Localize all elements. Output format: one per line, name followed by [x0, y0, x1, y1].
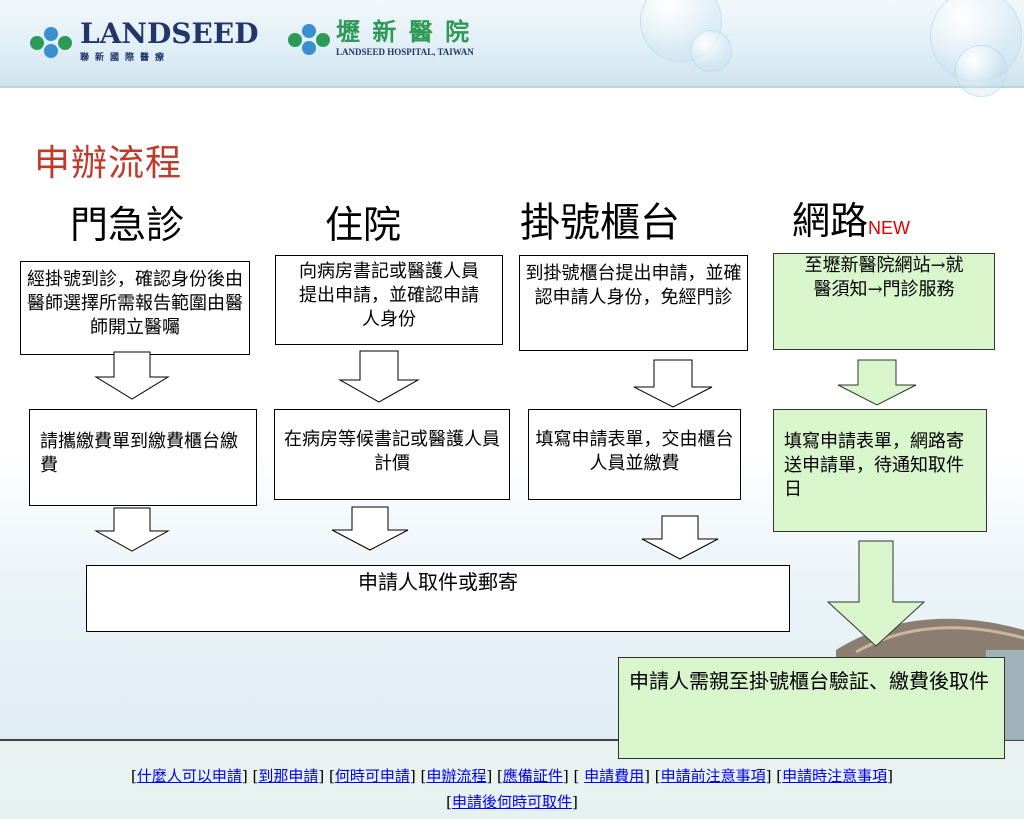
- logo-landseed-subtext: 聯新國際醫療: [80, 53, 171, 63]
- footer-link-where[interactable]: 到那申請: [258, 767, 319, 785]
- footer-link-documents[interactable]: 應備証件: [502, 767, 563, 785]
- step-box-web-1: 至壢新醫院網站→就醫須知→門診服務: [773, 253, 995, 350]
- step-box-ipd-1: 向病房書記或醫護人員提出申請，並確認申請人身份: [275, 255, 503, 345]
- footer-link-pickup-time[interactable]: 申請後何時可取件: [451, 793, 572, 811]
- clover-icon: [30, 26, 74, 58]
- bubble-decoration: [690, 30, 732, 72]
- footer-nav-line-2: [申請後何時可取件]: [446, 793, 578, 811]
- step-box-web-2: 填寫申請表單，網路寄送申請單，待通知取件日: [773, 409, 987, 532]
- arrow-down-icon: [94, 507, 170, 553]
- footer-link-when[interactable]: 何時可申請: [334, 767, 410, 785]
- footer-link-who[interactable]: 什麼人可以申請: [136, 767, 242, 785]
- step-box-counter-2: 填寫申請表單，交由櫃台人員並繳費: [528, 409, 741, 500]
- step-box-opd-1: 經掛號到診，確認身份後由醫師選擇所需報告範圍由醫師開立醫囑: [20, 261, 250, 355]
- arrow-down-icon: [330, 506, 410, 552]
- bubble-decoration: [955, 45, 1007, 97]
- logo-hospital-subtext: LANDSEED HOSPITAL, TAIWAN: [336, 47, 474, 57]
- column-heading-counter: 掛號櫃台: [520, 200, 680, 246]
- page-title: 申辦流程: [34, 143, 183, 184]
- arrow-down-green-icon: [836, 359, 918, 407]
- logo-landseed-text: LANDSEED: [80, 17, 259, 50]
- header-banner: LANDSEED 聯新國際醫療 壢 新 醫 院 LANDSEED HOSPITA…: [0, 0, 1024, 97]
- step-box-pickup: 申請人取件或郵寄: [86, 565, 790, 632]
- column-heading-ipd: 住院: [325, 203, 402, 247]
- arrow-down-icon: [338, 350, 420, 404]
- clover-icon: [288, 23, 332, 55]
- footer-nav: [什麼人可以申請] [到那申請] [何時可申請] [申辦流程] [應備証件] […: [0, 739, 1024, 819]
- step-box-counter-1: 到掛號櫃台提出申請，並確認申請人身份，免經門診: [519, 255, 748, 351]
- step-box-opd-2: 請攜繳費單到繳費櫃台繳費: [29, 409, 257, 506]
- column-heading-web: 網路NEW: [792, 190, 910, 245]
- arrow-down-icon: [632, 359, 714, 409]
- footer-nav-line-1: [什麼人可以申請] [到那申請] [何時可申請] [申辦流程] [應備証件] […: [131, 767, 893, 785]
- landseed-logo: LANDSEED 聯新國際醫療: [30, 20, 258, 63]
- step-box-web-3: 申請人需親至掛號櫃台驗証、繳費後取件: [618, 657, 1005, 759]
- column-heading-opd: 門急診: [70, 203, 185, 247]
- step-box-ipd-2: 在病房等候書記或醫護人員計價: [274, 409, 510, 500]
- hospital-logo: 壢 新 醫 院 LANDSEED HOSPITAL, TAIWAN: [288, 20, 474, 57]
- column-heading-web-text: 網路: [792, 199, 869, 243]
- arrow-down-icon: [94, 351, 170, 401]
- arrow-down-green-icon: [826, 540, 926, 648]
- new-badge: NEW: [868, 218, 911, 238]
- footer-link-fees[interactable]: 申請費用: [584, 767, 645, 785]
- arrow-down-icon: [640, 515, 720, 561]
- footer-link-during-notes[interactable]: 申請時注意事項: [782, 767, 888, 785]
- logo-hospital-text: 壢 新 醫 院: [336, 17, 472, 46]
- footer-link-before-notes[interactable]: 申請前注意事項: [660, 767, 766, 785]
- footer-link-process[interactable]: 申辦流程: [426, 767, 487, 785]
